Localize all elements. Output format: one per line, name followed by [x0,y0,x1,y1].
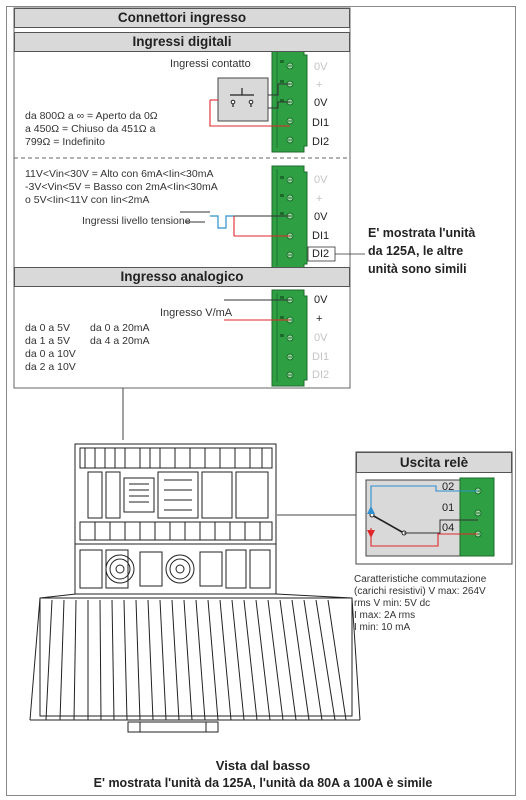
contact-input-label: Ingressi contatto [170,58,251,70]
pulse-signal-icon [180,211,234,229]
analog-range-ma-2: da 4 a 20mA [90,335,150,347]
contact-terminal-di2: DI2 [312,136,330,148]
voltage-terminal-0v: 0V [314,211,328,223]
analog-range-ma-1: da 0 a 20mA [90,322,150,334]
relay-diagram [365,477,495,557]
analog-input-label: Ingresso V/mA [160,307,233,319]
terminal-block-voltage [271,165,308,271]
analog-terminal-di1: DI1 [312,351,330,363]
contact-terminal-plus: + [316,79,323,91]
header-title: Connettori ingresso [14,8,350,28]
footer-title: Vista dal basso [215,758,311,773]
relay-spec-2: (carichi resistivi) V max: 264V [354,586,486,597]
relay-spec-4: I max: 2A rms [354,610,416,621]
analog-section-title: Ingresso analogico [14,267,350,287]
relay-spec-5: I min: 10 mA [354,622,411,633]
voltage-desc-line-2: -3V<Vin<5V = Basso con 2mA<Iin<30mA [25,181,218,193]
contact-desc-line-1: da 800Ω a ∞ = Aperto da 0Ω [25,110,158,122]
side-note-line-3: unità sono simili [368,262,467,276]
voltage-input-label: Ingressi livello tensione [82,215,191,227]
analog-terminal-0v-grey: 0V [314,332,328,344]
relay-terminal-01: 01 [442,502,455,514]
analog-terminal-di2: DI2 [312,369,330,381]
voltage-terminal-di2: DI2 [312,248,330,260]
relay-terminal-04: 04 [442,522,455,534]
contact-terminal-di1: DI1 [312,117,330,129]
terminal-block-analog [271,289,308,387]
analog-terminal-0v: 0V [314,294,328,306]
relay-terminal-02: 02 [442,481,455,493]
contact-desc-line-3: 799Ω = Indefinito [25,136,105,148]
analog-range-v-4: da 2 a 10V [25,361,76,373]
analog-range-v-2: da 1 a 5V [25,335,70,347]
voltage-terminal-di1: DI1 [312,230,330,242]
voltage-desc-line-3: o 5V<Iin<11V con Iin<2mA [25,194,150,206]
relay-title: Uscita relè [356,452,512,473]
voltage-terminal-plus: + [316,193,323,205]
relay-spec-3: rms V min: 5V dc [354,598,431,609]
footer-subtitle: E' mostrata l'unità da 125A, l'unità da … [93,776,433,790]
device-bottom-view [29,443,361,733]
relay-spec-1: Caratteristiche commutazione [354,574,487,585]
contact-switch-icon [217,77,269,122]
analog-terminal-plus: + [316,313,323,325]
analog-range-v-1: da 0 a 5V [25,322,70,334]
terminal-block-contact [271,48,308,153]
voltage-terminal-0v-top: 0V [314,174,328,186]
side-note-line-2: da 125A, le altre [368,244,464,258]
analog-range-v-3: da 0 a 10V [25,348,76,360]
voltage-desc-line-1: 11V<Vin<30V = Alto con 6mA<Iin<30mA [25,168,214,180]
contact-terminal-0v: 0V [314,97,328,109]
contact-terminal-0v-top: 0V [314,61,328,73]
digital-section-title: Ingressi digitali [14,32,350,52]
side-note-line-1: E' mostrata l'unità [368,226,476,240]
contact-desc-line-2: a 450Ω = Chiuso da 451Ω a [25,123,156,135]
